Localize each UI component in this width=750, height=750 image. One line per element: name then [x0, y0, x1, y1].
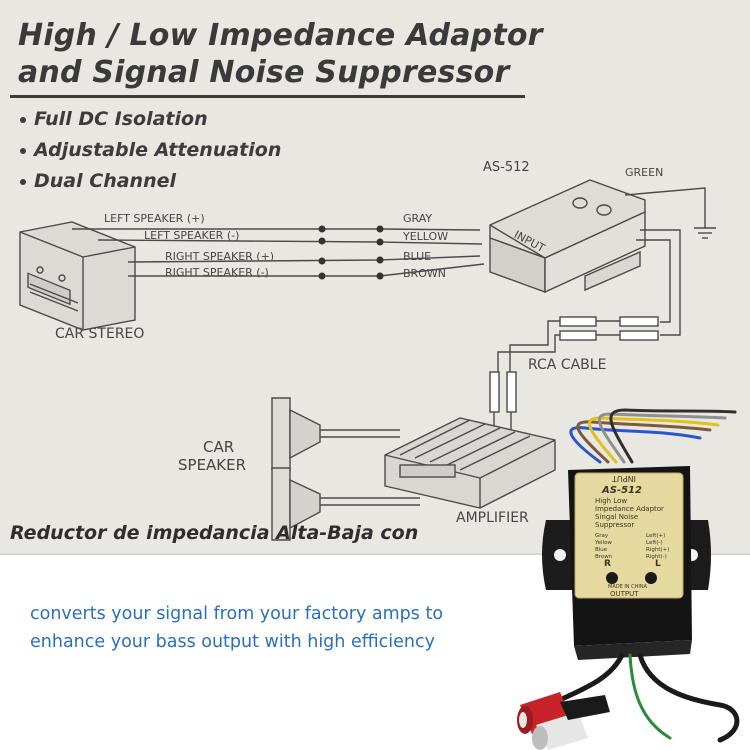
title-line-1: High / Low Impedance Adaptor: [18, 18, 543, 53]
knob-right: [606, 572, 618, 584]
car-speaker-label-1: CAR: [203, 438, 235, 456]
amplifier-drawing: [384, 417, 556, 509]
wire-color-label: BROWN: [403, 267, 446, 280]
wire-speaker-label: RIGHT SPEAKER (+): [165, 250, 275, 263]
caption-line-1: converts your signal from your factory a…: [30, 604, 444, 624]
wire-bundle-top: [569, 408, 737, 464]
feature-item: Dual Channel: [20, 170, 176, 192]
wire-color-label: YELLOW: [403, 230, 449, 243]
product-wire-color: Yellow: [595, 540, 612, 546]
rca-connectors: [517, 692, 610, 750]
product-wire-channel: Left(-): [646, 540, 663, 546]
product-made-in: MADE IN CHINA: [608, 584, 648, 590]
sheet-edge: [0, 553, 750, 555]
label-panel: [574, 472, 684, 599]
spanish-heading: Reductor de impedancia Alta-Baja con: [10, 522, 419, 544]
product-desc-1: High Low: [595, 497, 628, 505]
car-speaker-label-2: SPEAKER: [178, 456, 247, 474]
product-wire-channel: Right(-): [646, 554, 667, 560]
wire-color-label: BLUE: [403, 250, 432, 263]
car-stereo-drawing: [19, 221, 136, 331]
wire-speaker-label: LEFT SPEAKER (+): [104, 212, 205, 225]
model-label: AS-512: [483, 160, 530, 175]
product-output-label: OUTPUT: [610, 590, 639, 598]
car-stereo-label: CAR STEREO: [55, 326, 145, 342]
product-input-label: INPUT: [612, 474, 636, 483]
product-wire-color: Gray: [595, 533, 609, 539]
product-model: AS-512: [602, 485, 642, 496]
product-wire-channel: Right(+): [646, 547, 670, 553]
feature-item: Full DC Isolation: [20, 108, 208, 130]
product-wire-channel: Left(+): [646, 533, 666, 539]
product-desc-3: Singal Noise: [595, 513, 639, 521]
wire-speaker-label: LEFT SPEAKER (-): [144, 229, 240, 242]
feature-item: Adjustable Attenuation: [20, 139, 281, 161]
product-desc-4: Suppressor: [595, 521, 635, 529]
wiring-diagram: [19, 179, 716, 541]
rca-cable-label: RCA CABLE: [528, 357, 607, 373]
title-line-2: and Signal Noise Suppressor: [18, 55, 510, 90]
product-wire-color: Brown: [595, 554, 613, 560]
wire-speaker-label: RIGHT SPEAKER (-): [165, 266, 269, 279]
product-knob-r: R: [604, 559, 611, 569]
title-rule: [10, 95, 525, 98]
product-desc-2: Impedance Adaptor: [595, 505, 664, 513]
wire-color-label: GRAY: [403, 212, 433, 225]
ground-wire-label: GREEN: [625, 166, 664, 179]
product-wire-color: Blue: [595, 547, 608, 553]
product-knob-l: L: [655, 559, 661, 569]
car-speaker-drawing: [271, 397, 420, 541]
caption-line-2: enhance your bass output with high effic…: [30, 632, 435, 652]
wire-junctions: [318, 225, 384, 280]
knob-left: [645, 572, 657, 584]
rca-plugs-right: [497, 316, 659, 372]
amplifier-label: AMPLIFIER: [456, 510, 529, 526]
bottom-cables: [557, 652, 740, 743]
as512-drawing: [489, 179, 646, 294]
